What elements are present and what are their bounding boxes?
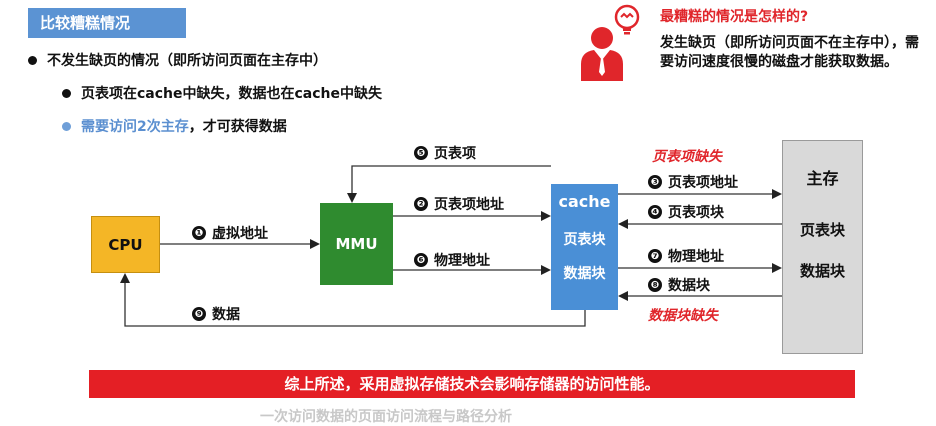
label-step-9: ❾ 数据 [192,304,240,324]
label-text: 页表项 [434,146,476,162]
cache-title: cache [558,192,611,211]
label-text: 数据块 [668,278,710,294]
label-text: 虚拟地址 [212,226,268,242]
label-step-4: ❹ 页表项块 [648,202,724,222]
memory-data-block: 数据块 [799,262,845,280]
label-step-8: ❽ 数据块 [648,275,710,295]
label-step-7: ❼ 物理地址 [648,246,724,266]
label-text: 数据 [212,307,240,323]
bullet-highlight: 需要访问2次主存 [81,119,189,135]
label-step-5: ❺ 页表项 [414,143,476,163]
pte-miss-label: 页表项缺失 [652,149,722,165]
step-number: ❽ [648,278,662,292]
label-text: 物理地址 [668,249,724,265]
step-number: ❶ [192,226,206,240]
step-number: ❹ [648,205,662,219]
step-number: ❾ [192,307,206,321]
step-number: ❻ [414,253,428,267]
bullet-two-mem-access: 需要访问2次主存，才可获得数据 [62,116,287,136]
label-step-2: ❷ 页表项地址 [414,194,504,214]
label-step-3: ❸ 页表项地址 [648,172,738,192]
label-text: 页表项块 [668,205,724,221]
cache-box: cache 页表块 数据块 [551,184,618,310]
arrow-pte-return [347,165,551,203]
label-step-1: ❶ 虚拟地址 [192,223,268,243]
bullet-dot-icon [62,88,71,98]
bullet-no-page-fault: 不发生缺页的情况（即所访问页面在主存中） [28,50,327,70]
label-step-6: ❻ 物理地址 [414,250,490,270]
bullet-cache-miss: 页表项在cache中缺失，数据也在cache中缺失 [62,83,382,103]
person-with-lightbulb-icon [581,4,640,81]
label-text: 物理地址 [434,253,490,269]
bullet-dot-icon [62,121,71,131]
bullet-text: 页表项在cache中缺失，数据也在cache中缺失 [81,86,383,102]
arrow-data-return [120,273,586,327]
cache-data-block: 数据块 [563,266,606,282]
cache-page-table-block: 页表块 [563,232,606,248]
memory-page-table-block: 页表块 [799,221,845,239]
summary-banner: 综上所述，采用虚拟存储技术会影响存储器的访问性能。 [89,370,855,398]
faded-footer-text: 一次访问数据的页面访问流程与路径分析 [260,409,512,425]
cpu-box: CPU [91,216,160,273]
section-title: 比较糟糕情况 [28,8,186,38]
bullet-text: 不发生缺页的情况（即所访问页面在主存中） [47,53,327,69]
step-number: ❷ [414,197,428,211]
step-number: ❸ [648,175,662,189]
callout-title: 最糟糕的情况是怎样的? [660,9,809,25]
mmu-box: MMU [320,203,393,285]
label-text: 页表项地址 [668,175,738,191]
step-number: ❼ [648,249,662,263]
memory-title: 主存 [806,169,839,188]
label-text: 页表项地址 [434,197,504,213]
main-memory-box: 主存 页表块 数据块 [782,140,863,354]
callout-body: 发生缺页（即所访问页面不在主存中），需要访问速度很慢的磁盘才能获取数据。 [660,35,919,70]
bullet-dot-icon [28,55,37,65]
bullet-text: ，才可获得数据 [188,119,287,135]
step-number: ❺ [414,146,428,160]
data-miss-label: 数据块缺失 [648,308,718,324]
